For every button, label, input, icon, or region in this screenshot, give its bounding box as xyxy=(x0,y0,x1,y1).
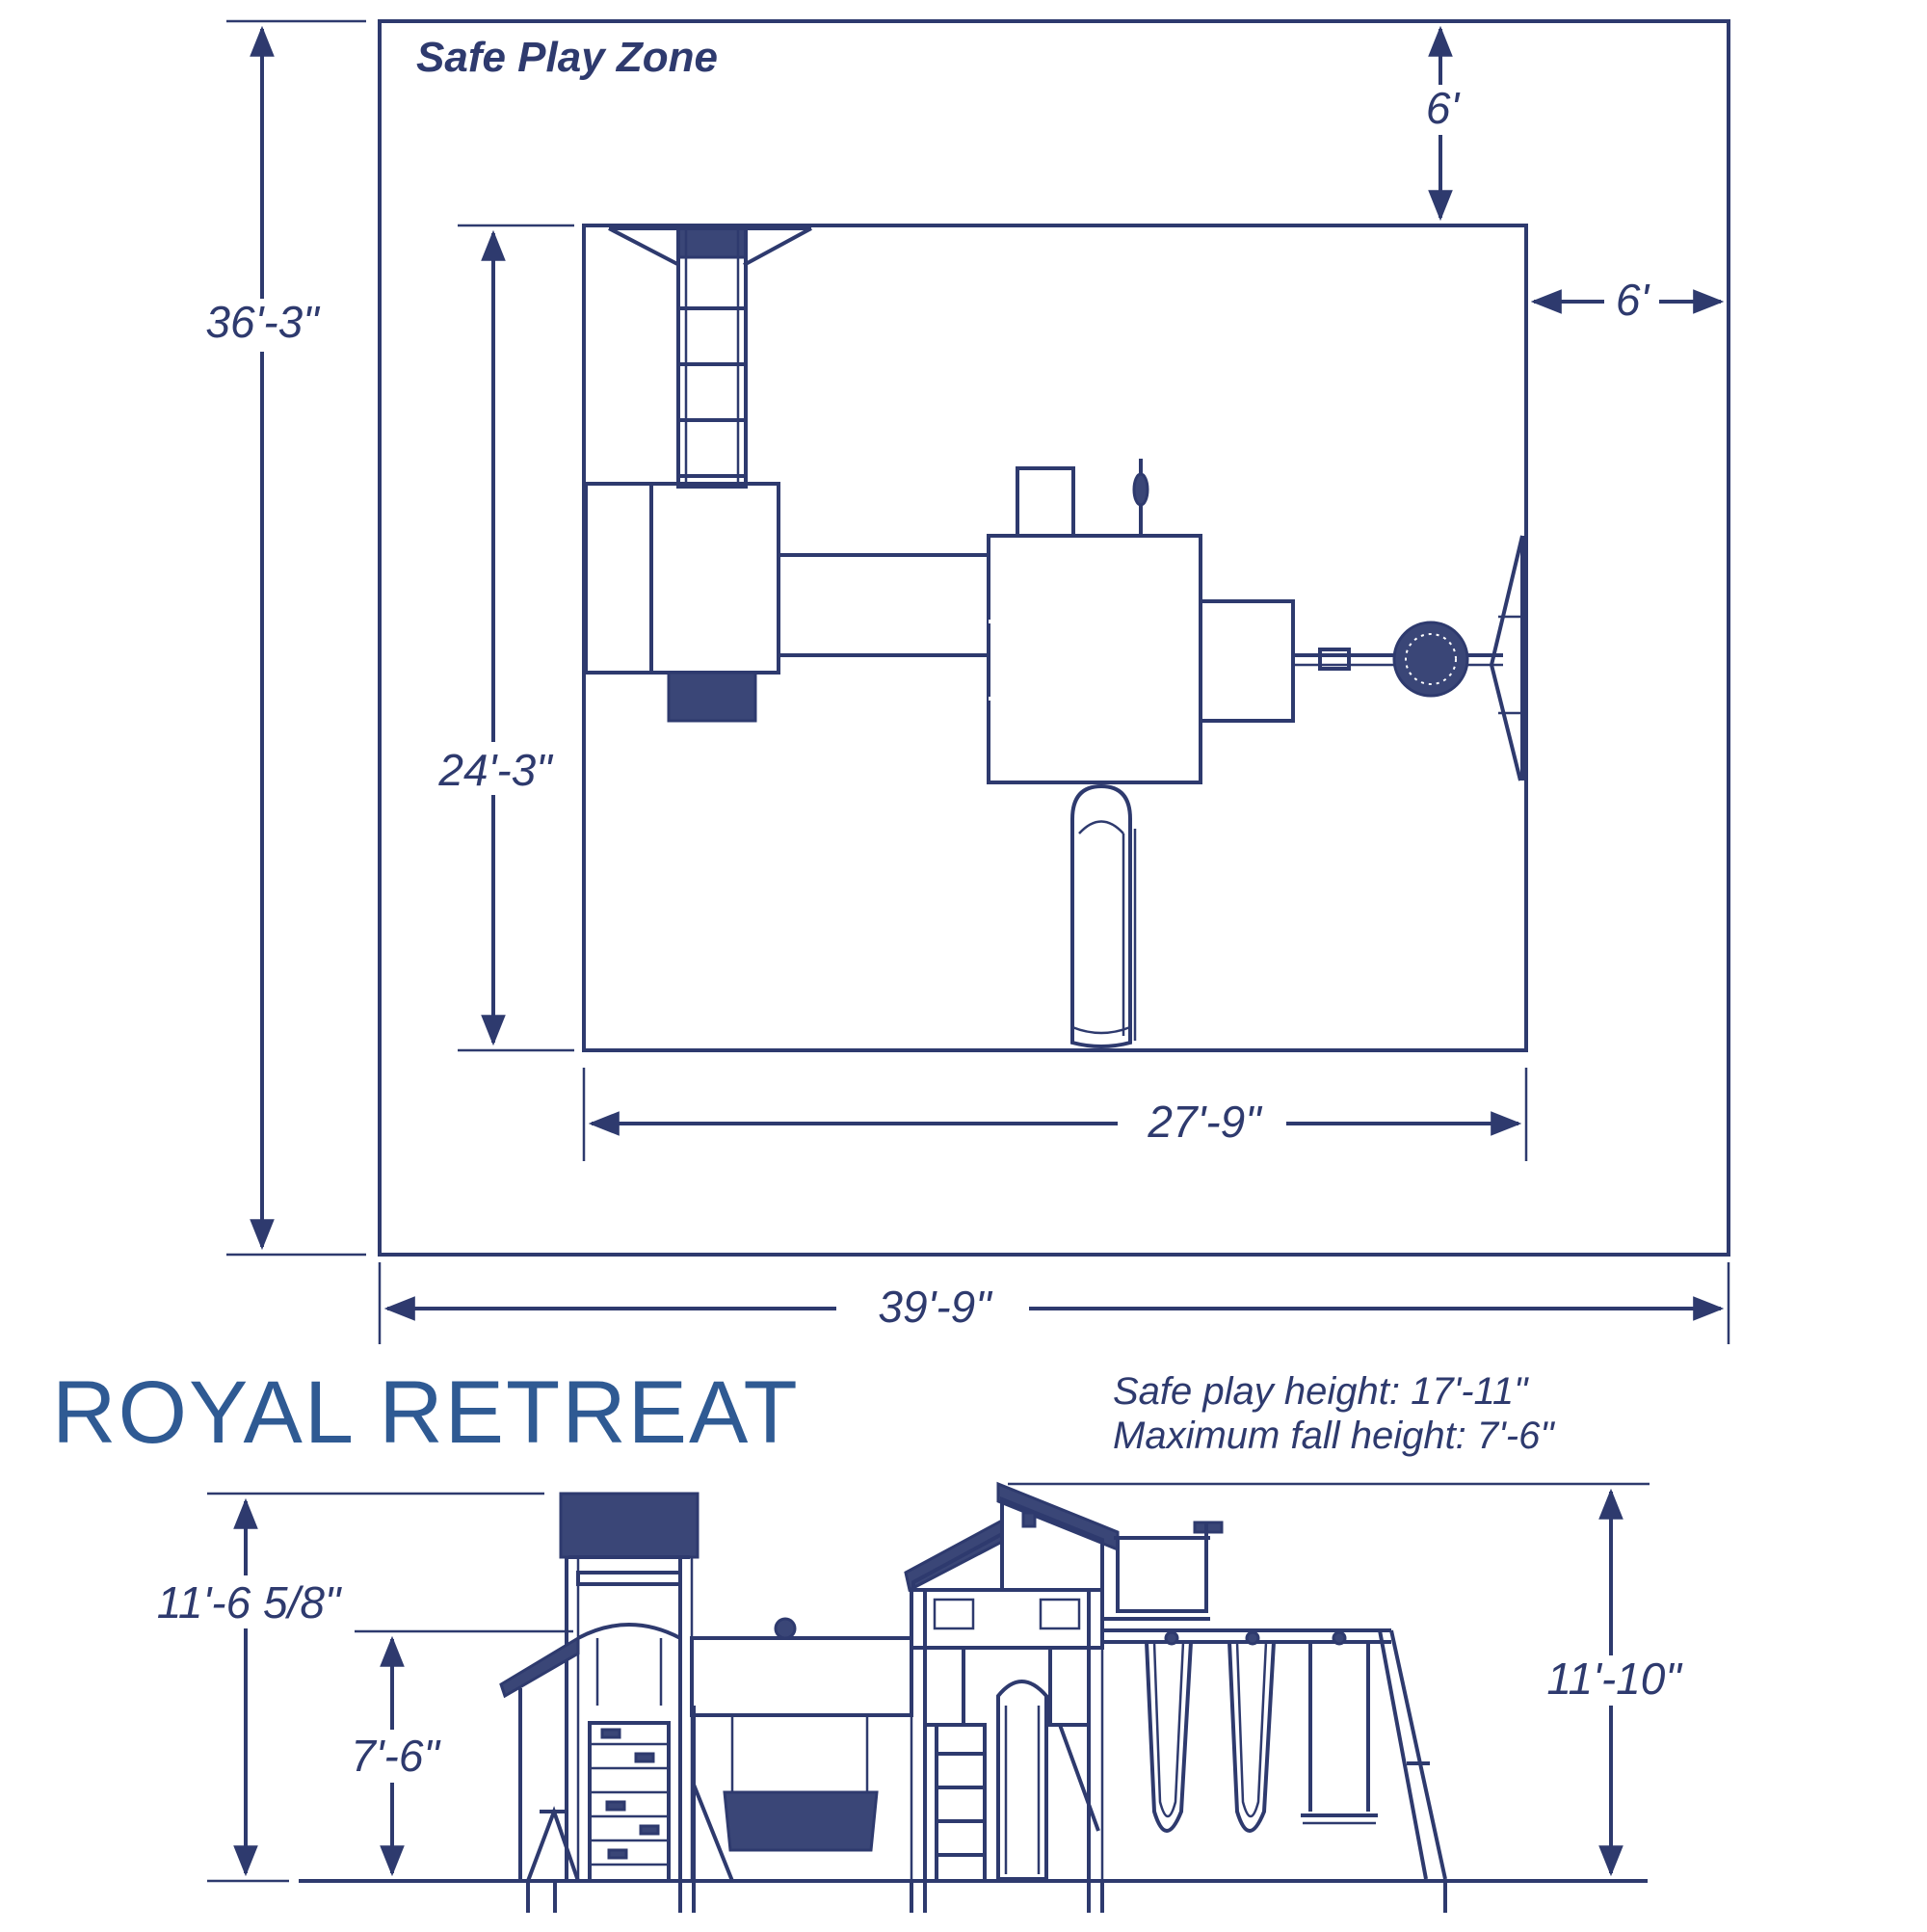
structure-footprint xyxy=(582,224,1528,1052)
deck-height-dimension: 7'-6" xyxy=(351,1629,573,1877)
top-clearance-label: 6' xyxy=(1426,83,1462,133)
main-tower-elevation xyxy=(904,1481,1120,1883)
safe-play-zone-boundary xyxy=(378,19,1730,1257)
swing-beam-plan xyxy=(1293,535,1524,781)
product-title: ROYAL RETREAT xyxy=(52,1363,800,1462)
zone-height-label: 36'-3" xyxy=(205,297,321,347)
roof-height-dimension: 11'-6 5/8" xyxy=(157,1492,544,1883)
ground-anchors xyxy=(526,1881,1447,1913)
structure-height-label: 24'-3" xyxy=(437,745,554,795)
zone-width-dimension: 39'-9" xyxy=(378,1262,1730,1344)
main-tower-plan xyxy=(987,459,1202,784)
roof-height-label: 11'-6 5/8" xyxy=(157,1577,343,1628)
deck-height-label: 7'-6" xyxy=(351,1731,441,1781)
top-clearance-dimension: 6' xyxy=(1426,25,1462,222)
bridge-plan xyxy=(777,553,990,657)
rock-wall xyxy=(588,1721,671,1883)
right-clearance-label: 6' xyxy=(1616,275,1651,325)
zone-width-label: 39'-9" xyxy=(878,1282,993,1332)
max-fall-height: Maximum fall height: 7'-6" xyxy=(1113,1415,1555,1457)
structure-width-label: 27'-9" xyxy=(1147,1097,1263,1147)
total-height-label: 11'-10" xyxy=(1546,1654,1683,1704)
structure-height-dimension: 24'-3" xyxy=(437,224,574,1052)
elevation-structure xyxy=(499,1481,1447,1913)
monkey-bars-plan xyxy=(608,226,812,489)
right-clearance-dimension: 6' xyxy=(1530,275,1725,325)
side-deck-plan xyxy=(1199,599,1295,723)
left-tower-plan xyxy=(584,482,780,723)
structure-width-dimension: 27'-9" xyxy=(582,1068,1528,1161)
swing-beam-elevation xyxy=(1102,1628,1447,1880)
slide-plan xyxy=(1070,783,1137,1048)
bridge-elevation xyxy=(690,1636,913,1717)
upper-deck-railing xyxy=(1102,1521,1224,1621)
total-height-dimension: 11'-10" xyxy=(1008,1482,1683,1877)
plan-structure xyxy=(584,226,1524,1048)
zone-height-dimension: 36'-3" xyxy=(205,19,366,1257)
safe-play-zone-label: Safe Play Zone xyxy=(416,34,718,81)
glider-swing xyxy=(723,1715,879,1852)
left-tower-roof xyxy=(559,1492,700,1559)
safe-play-height: Safe play height: 17'-11" xyxy=(1113,1370,1529,1413)
